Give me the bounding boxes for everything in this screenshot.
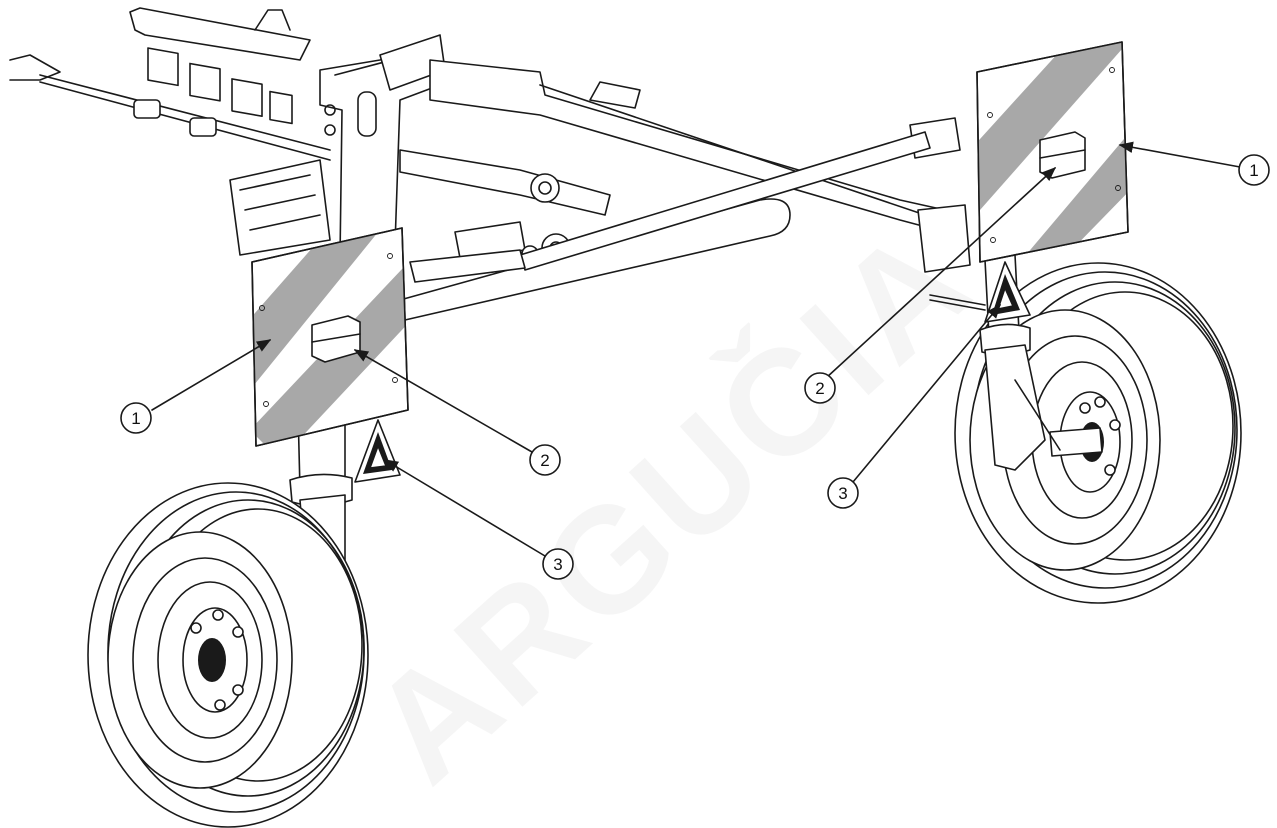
callout-label: 3 — [553, 555, 562, 574]
callout-left-3: 3 — [542, 548, 574, 580]
callout-label: 2 — [540, 451, 549, 470]
watermark-text: ARGUČIA — [339, 192, 1003, 813]
callout-left-1: 1 — [120, 402, 152, 434]
machine-frame — [9, 7, 986, 321]
callout-leaders — [151, 141, 1241, 557]
leader-right-2 — [825, 167, 1057, 379]
leader-left-1 — [151, 339, 272, 411]
callout-right-2: 2 — [804, 372, 836, 404]
right-wheel-assembly — [954, 41, 1242, 604]
callout-label: 1 — [131, 409, 140, 428]
callout-label: 2 — [815, 379, 824, 398]
callout-label: 3 — [838, 484, 847, 503]
leader-left-2 — [353, 349, 533, 453]
callout-right-1: 1 — [1238, 154, 1270, 186]
leader-right-3 — [852, 303, 1001, 483]
callout-label: 1 — [1249, 161, 1258, 180]
callout-right-3: 3 — [827, 477, 859, 509]
callout-left-2: 2 — [529, 444, 561, 476]
left-wheel-assembly — [87, 227, 409, 828]
leader-left-3 — [383, 459, 546, 557]
leader-right-1 — [1118, 141, 1241, 168]
right-lamp — [1039, 131, 1086, 179]
